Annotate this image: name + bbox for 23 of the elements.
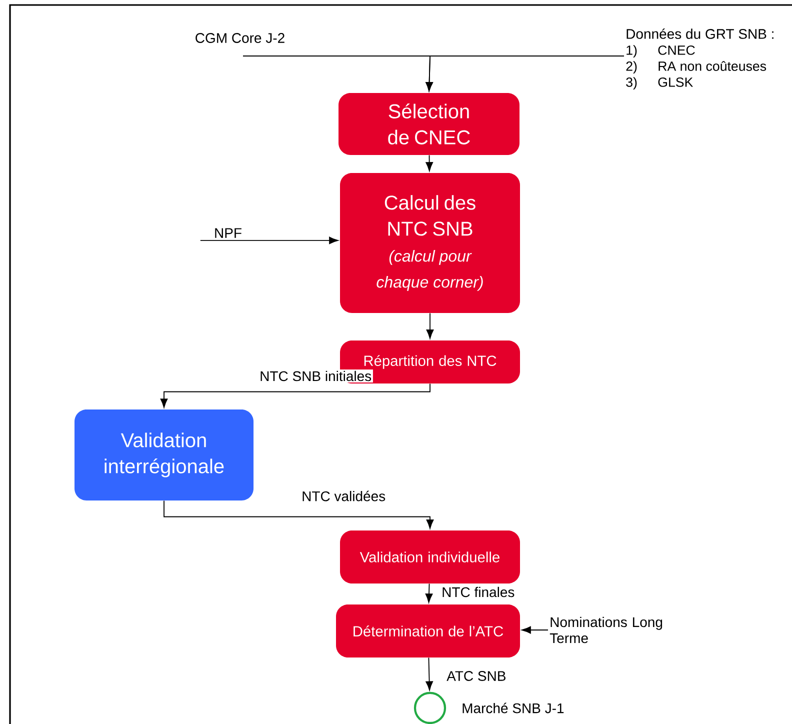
arrow (426, 657, 433, 690)
arrow (200, 236, 338, 244)
arrow (164, 500, 434, 529)
process-box: Validation individuelle (340, 530, 520, 584)
input-label: CGM Core J-2 (196, 33, 284, 43)
process-box: Détermination de l’ATC (336, 604, 520, 658)
edge-label: NTC finales (440, 586, 516, 598)
edge-label: ATC SNB (445, 670, 508, 682)
arrow (425, 583, 433, 603)
edge-label: NTC validées (300, 489, 387, 503)
input-label: Nominations Long Terme (550, 616, 662, 644)
input-label: NPF (215, 228, 242, 238)
node-caption: Marché SNB J-1 (462, 702, 564, 714)
edge-label: NTC SNB initiales (258, 370, 373, 382)
arrow (522, 626, 548, 634)
process-box: Calcul des NTC SNB (calcul pour chaque corner) (340, 173, 520, 313)
arrow (426, 312, 434, 339)
data-list: Données du GRT SNB : 1) CNEC 2) RA non coûteuses 3) GLSK (626, 28, 774, 90)
arrow (426, 154, 433, 172)
process-box: Sélection de CNEC (338, 93, 520, 155)
validation-box: Validation interrégionale (74, 410, 254, 500)
arrow (426, 56, 624, 92)
arrow (160, 383, 430, 408)
